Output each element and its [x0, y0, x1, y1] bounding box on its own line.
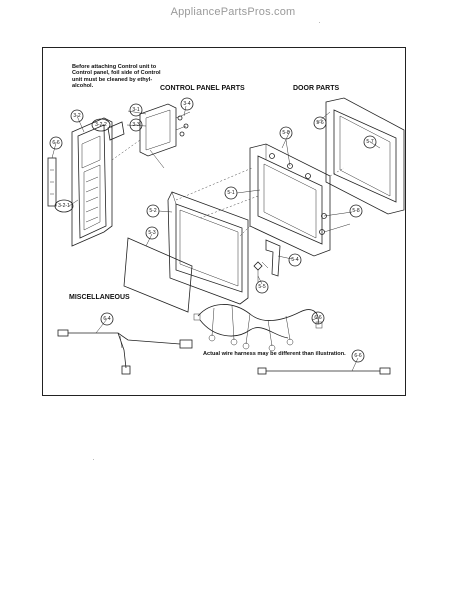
callout-5-3: 5-3 [145, 226, 159, 240]
svg-text:5-7: 5-7 [366, 139, 373, 145]
svg-text:5-3: 5-3 [148, 230, 155, 236]
svg-text:6-4: 6-4 [103, 316, 110, 322]
latch-spring-part [253, 261, 263, 282]
svg-text:3-4: 3-4 [183, 101, 190, 107]
door-glass-part [123, 237, 193, 313]
leader-lines [51, 105, 381, 372]
callout-5-4: 5-4 [288, 253, 302, 267]
latch-hook-part [261, 239, 281, 277]
control-unit-part [71, 117, 113, 247]
svg-text:3-3: 3-3 [132, 122, 139, 128]
cleaning-note-line: Control panel, foil side of Control [72, 70, 161, 77]
door-inner-panel-part [249, 143, 331, 257]
svg-text:5-8: 5-8 [352, 208, 359, 214]
harness-note: Actual wire harness may be different tha… [203, 351, 346, 357]
svg-text:5-1: 5-1 [227, 190, 234, 196]
alignment-lines [111, 139, 345, 237]
diagram-frame [42, 47, 406, 396]
cleaning-note: Before attaching Control unit to Control… [72, 64, 172, 90]
callout-5-7: 5-7 [363, 135, 377, 149]
wire-harness-part [57, 329, 193, 375]
callout-3-2: 3-2 [70, 109, 84, 123]
choke-cover-part [325, 97, 405, 215]
callout-3-1: 3-1 [129, 103, 143, 117]
miscellaneous-heading: MISCELLANEOUS [69, 294, 130, 301]
svg-text:3-1: 3-1 [132, 107, 139, 113]
callout-3-2-2: 3-2-2 [91, 118, 111, 132]
callouts: 3-1 3-3 3-4 3-2 3-2-2 6-6 3-2-1 5-2 5-3 … [49, 97, 377, 363]
svg-text:6-6: 6-6 [354, 353, 361, 359]
control-bracket-part [139, 103, 191, 169]
svg-text:5-8: 5-8 [282, 130, 289, 136]
main-wire-harness-part [193, 304, 323, 352]
svg-text:5-5: 5-5 [258, 284, 265, 290]
door-parts-heading: DOOR PARTS [293, 85, 340, 92]
callout-3-4: 3-4 [180, 97, 194, 111]
svg-text:6-6: 6-6 [52, 140, 59, 146]
callout-5-6: 5-6 [313, 116, 327, 130]
callout-5-2: 5-2 [146, 204, 160, 218]
svg-text:5-2: 5-2 [149, 208, 156, 214]
key-sheet-part [107, 121, 125, 141]
scan-speck [93, 459, 94, 460]
callout-5-8-right: 5-8 [349, 204, 363, 218]
callout-5-8-top: 5-8 [279, 126, 293, 140]
membrane-strip-part [47, 157, 57, 207]
site-title[interactable]: AppliancePartsPros.com [170, 6, 296, 18]
svg-text:3-2-2: 3-2-2 [95, 122, 107, 128]
svg-text:5-4: 5-4 [291, 257, 298, 263]
callout-6-6-wire: 6-6 [351, 349, 365, 363]
callout-6-4: 6-4 [100, 312, 114, 326]
svg-text:3-2-1: 3-2-1 [58, 203, 70, 209]
callout-6-6-top: 6-6 [49, 136, 63, 150]
cleaning-note-line: alcohol. [72, 83, 94, 90]
single-wire-part [257, 367, 391, 375]
svg-text:3-2: 3-2 [73, 113, 80, 119]
callout-3-2-1: 3-2-1 [54, 199, 74, 213]
cleaning-note-line: unit must be cleaned by ethyl- [72, 76, 153, 83]
svg-text:6-6: 6-6 [314, 315, 321, 321]
cleaning-note-line: Before attaching Control unit to [72, 64, 157, 70]
svg-text:5-6: 5-6 [316, 120, 323, 126]
scan-speck [319, 22, 320, 23]
control-panel-parts-heading: CONTROL PANEL PARTS [160, 85, 245, 92]
callout-5-5: 5-5 [255, 280, 269, 294]
callout-6-6-harness: 6-6 [311, 311, 325, 325]
callout-3-3: 3-3 [129, 118, 143, 132]
door-front-frame-part [167, 191, 249, 305]
callout-5-1: 5-1 [224, 186, 238, 200]
